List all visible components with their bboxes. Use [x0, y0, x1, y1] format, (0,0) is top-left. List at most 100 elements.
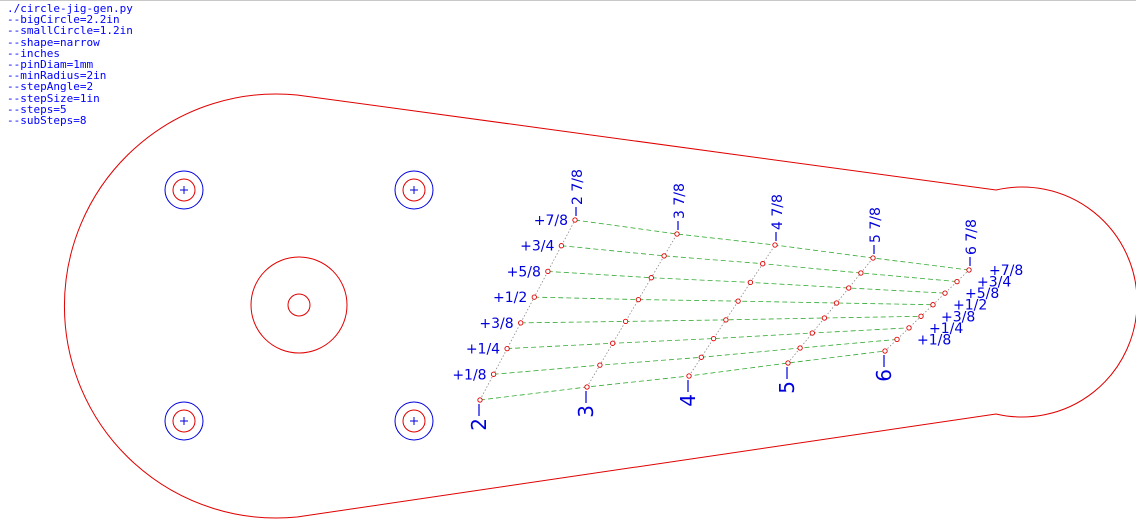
substep-label-left: +1/2	[493, 290, 527, 306]
pin-hole	[870, 255, 876, 261]
measurement-grid	[477, 217, 972, 403]
pin-hole	[490, 371, 497, 377]
substep-label-left: +3/8	[479, 316, 513, 332]
pin-hole	[760, 261, 766, 267]
substep-label-right: +1/4	[929, 321, 963, 337]
pin-hole	[918, 313, 924, 319]
substep-label-right: +3/4	[977, 275, 1011, 291]
top-step-label: 3 7/8	[672, 183, 688, 219]
pin-hole	[797, 345, 803, 351]
crosshair-hole-icon	[164, 401, 204, 441]
pin-hole	[747, 279, 754, 286]
top-step-label: 5 7/8	[868, 207, 884, 243]
substep-row-line	[520, 315, 922, 324]
step-label-group: 3	[574, 391, 598, 418]
column-guide-line	[586, 233, 678, 388]
command-line: --stepSize=1in	[7, 91, 100, 105]
step-label: 2	[467, 418, 491, 431]
pin-hole	[635, 296, 642, 303]
pin-hole	[698, 354, 704, 360]
pin-hole	[610, 340, 616, 346]
step-label: 5	[775, 381, 799, 394]
pin-hole	[894, 336, 900, 343]
substep-row-line	[493, 339, 898, 375]
pin-hole	[735, 298, 741, 304]
pin-hole	[846, 285, 852, 291]
substep-label-right: +7/8	[989, 263, 1023, 279]
substep-label-left: +1/8	[452, 367, 486, 383]
step-label: 6	[872, 369, 896, 382]
substep-label-right: +5/8	[965, 286, 999, 302]
substep-label-right: +3/8	[941, 309, 975, 325]
crosshair-hole-icon	[394, 401, 434, 441]
pin-hole	[772, 242, 778, 248]
command-line: --stepAngle=2	[7, 80, 94, 94]
pin-hole	[785, 360, 791, 366]
pin-hole	[531, 294, 537, 300]
pin-hole	[504, 345, 510, 352]
substep-label-right: +1/2	[953, 298, 987, 314]
pin-hole	[966, 267, 972, 273]
substep-label-left: +1/4	[466, 342, 500, 358]
top-label-group: 3 7/8	[672, 183, 688, 230]
command-line: --bigCircle=2.2in	[7, 13, 120, 27]
pivot-circle-icon	[250, 256, 348, 354]
substep-row-line	[507, 327, 910, 349]
crosshair-hole-icon	[394, 170, 434, 210]
column-guide-line	[479, 219, 576, 401]
substep-label-left: +5/8	[507, 264, 541, 280]
command-line: --minRadius=2in	[7, 69, 107, 83]
top-label-group: 4 7/8	[770, 194, 786, 241]
substep-row-line	[547, 271, 946, 294]
command-line: --shape=narrow	[7, 35, 100, 49]
command-line: --inches	[7, 46, 60, 60]
command-line: ./circle-jig-gen.py	[7, 2, 133, 15]
step-label-group: 2	[467, 404, 491, 431]
pin-hole	[821, 315, 828, 321]
pin-hole	[518, 320, 524, 326]
command-line: --subSteps=8	[7, 114, 87, 128]
pin-hole	[648, 275, 654, 281]
pin-hole	[723, 317, 729, 323]
pin-hole	[597, 362, 603, 368]
pin-hole	[942, 290, 948, 296]
top-step-label: 2 7/8	[570, 169, 586, 205]
command-line: --pinDiam=1mm	[7, 58, 94, 72]
jig-outline	[64, 93, 1136, 519]
pin-hole	[584, 384, 590, 390]
substep-label-left: +3/4	[520, 239, 554, 255]
command-line: --smallCircle=1.2in	[7, 24, 133, 38]
pin-hole	[833, 300, 840, 306]
crosshair-hole-icon	[164, 170, 204, 210]
step-label: 4	[676, 394, 700, 407]
top-step-label: 6 7/8	[964, 219, 980, 255]
substep-label-left: +7/8	[534, 213, 568, 229]
top-step-label: 4 7/8	[770, 194, 786, 230]
pin-hole	[558, 243, 565, 249]
top-label-group: 2 7/8	[570, 169, 586, 216]
pin-hole	[545, 268, 551, 275]
top-label-group: 6 7/8	[964, 219, 980, 266]
substep-row-line	[534, 296, 934, 306]
pin-hole	[477, 397, 483, 403]
pin-hole	[661, 253, 667, 259]
command-line: --steps=5	[7, 102, 67, 116]
pin-hole	[954, 278, 960, 285]
column-guide-line	[787, 257, 874, 364]
pin-hole	[686, 373, 692, 379]
step-label-group: 6	[872, 355, 896, 382]
pin-hole	[930, 302, 936, 308]
command-listing: ./circle-jig-gen.py --bigCircle=2.2in --…	[7, 3, 133, 126]
pin-hole	[622, 318, 629, 325]
pin-hole	[809, 330, 815, 336]
pin-hole	[882, 348, 888, 354]
pin-hole	[858, 270, 864, 276]
top-divider	[0, 0, 1136, 1]
column-guide-line	[688, 244, 776, 377]
step-label: 3	[574, 405, 598, 418]
pin-hole	[674, 231, 680, 237]
top-label-group: 5 7/8	[868, 207, 884, 254]
pin-hole	[572, 217, 578, 223]
pin-hole	[906, 325, 912, 331]
